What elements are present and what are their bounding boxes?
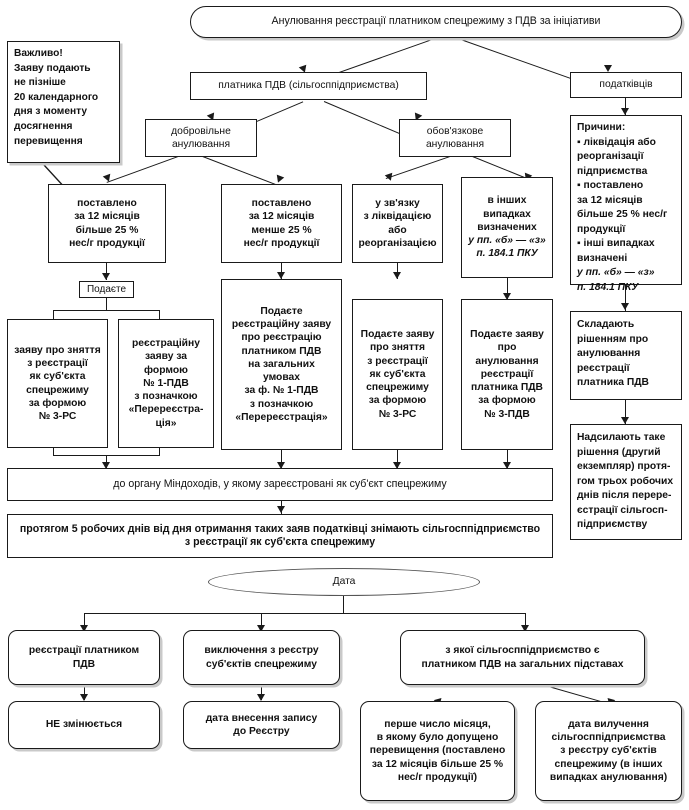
reasons-item-1-text: поставлено за 12 місяців більше 25 % нес… [577,180,668,235]
condition-other-ref1: у пп. «б» — «з» [468,235,546,247]
title-node: Анулювання реєстрації платником спецрежи… [190,6,682,38]
arrow-authority-to-fivedays [277,506,285,513]
arrow-apps-to-authority [102,462,110,469]
application-cancel-vat-node: Подаєте заяву про анулювання реєстрації … [461,299,553,450]
branch-left-node: платника ПДВ (сільгосппідприємства) [190,72,427,100]
condition-more25-node: поставлено за 12 місяців більше 25 % нес… [48,184,166,263]
application-deregister2-node: Подаєте заяву про зняття з реєстрації як… [352,299,443,450]
arrow-cond4-to-appcancel [503,293,511,300]
connector-opt1-to-result1 [84,685,86,700]
connector-date-opt3-drop [525,613,527,629]
bullet-icon: ▪ [577,136,584,148]
five-working-days-node: протягом 5 робочих днів від дня отриманн… [7,514,553,558]
date-option-registration-node: реєстрації платником ПДВ [8,630,160,685]
connector-date-opt2-drop [261,613,263,629]
connector-cond2-to-appgeneral [281,262,283,279]
reasons-item-1: ▪ поставлено за 12 місяців більше 25 % н… [577,179,667,237]
connector-submit-down [106,297,108,311]
connector-reasons-to-compose [625,285,627,311]
reasons-item-2: ▪ інші випадках визначені [577,237,655,266]
application-deregister-node: заяву про зняття з реєстрації як суб'єкт… [7,319,108,448]
connector-appderegister2-to-authority [397,450,399,468]
connector-cond4-to-appcancel [507,277,509,299]
connector-compose-to-send [625,400,627,424]
arrow-opt2-to-result2 [257,694,265,701]
reasons-item-2-text: інші випадках визначені [577,238,655,264]
arrow-cond1-to-submit [102,273,110,280]
arrow-opt1-to-result1 [80,694,88,701]
connector-cond1-to-submit [106,262,108,280]
connector-apps-left-up [53,447,55,456]
reasons-ref2: п. 184.1 ПКУ [577,281,639,293]
arrow-compose-to-send [621,417,629,424]
condition-other-cases-node: в інших випадках визначених у пп. «б» — … [461,177,553,278]
arrow-taxmen-to-reasons [621,108,629,115]
condition-other-ref2: п. 184.1 ПКУ [476,248,538,260]
arrow-cond2-to-appgeneral [277,272,285,279]
arrow-voluntary-to-cond2 [274,174,285,185]
result-registry-entry-node: дата внесення запису до Реєстру [183,701,340,749]
bullet-icon: ▪ [577,238,584,249]
result-removal-date-node: дата вилучення сільгосппідприємства з ре… [535,701,682,801]
application-reregister-node: реєстраційну заяву за формою № 1-ПДВ з п… [118,319,214,448]
arrow-appgeneral-to-authority [277,462,285,469]
connector-appcancel-to-authority [507,450,509,468]
branch-right-node: податківців [570,72,682,98]
connector-submit-bracket [53,310,160,312]
submit-label-node: Подаєте [79,281,134,298]
important-note-box: Важливо! Заяву подають не пізніше 20 кал… [7,41,120,163]
connector-date-opt1-drop [84,613,86,629]
voluntary-cancellation-node: добровільне анулювання [145,119,257,157]
reasons-node: Причини: ▪ ліквідація або реорганізації … [570,115,682,293]
connector-date-bracket [84,613,526,615]
connector-appgeneral-to-authority [281,450,283,468]
arrow-reasons-to-compose [621,303,629,310]
decision-send-node: Надсилають таке рішення (другий екземпля… [570,424,682,540]
date-option-exclusion-node: виключення з реєстру суб'єктів спецрежим… [183,630,340,685]
connector-voluntary-to-cond2 [199,155,281,188]
arrow-date-to-opt3 [521,625,529,632]
decision-compose-node: Складають рішенням про анулювання реєстр… [570,311,682,400]
to-authority-node: до органу Міндоходів, у якому зареєстров… [7,468,553,501]
connector-apps-right-up [159,447,161,456]
arrow-appderegister2-to-authority [393,462,401,469]
condition-less25-node: поставлено за 12 місяців менше 25 % нес/… [221,184,342,263]
arrow-date-to-opt1 [80,625,88,632]
reasons-item-0: ▪ ліквідація або реорганізації підприємс… [577,136,656,180]
connector-apps-merge-down [106,455,108,468]
arrow-mandatory-to-cond3 [384,172,395,182]
date-node: Дата [208,568,480,596]
bullet-icon: ▪ [577,180,584,191]
connector-mandatory-to-cond3 [385,155,453,180]
application-general-node: Подаєте реєстраційну заяву про реєстраці… [221,279,342,450]
connector-date-down [343,595,345,614]
condition-liquidation-node: у зв'язку з ліквідацією або реорганізаці… [352,184,443,263]
arrow-date-to-opt2 [257,625,265,632]
reasons-ref1: у пп. «б» — «з» [577,267,655,278]
connector-submit-right-drop [159,310,161,319]
result-unchanged-node: НЕ змінюється [8,701,160,749]
arrow-cond3-to-appderegister2 [393,272,401,279]
arrow-title-to-right [604,65,612,72]
reasons-title: Причини: [577,122,626,133]
mandatory-cancellation-node: обов'язкове анулювання [399,119,511,157]
connector-cond3-to-appderegister2 [397,262,399,279]
connector-submit-left-drop [53,310,55,319]
connector-opt2-to-result2 [261,685,263,700]
arrow-appcancel-to-authority [503,462,511,469]
connector-taxmen-to-reasons [625,98,627,115]
result-first-day-month-node: перше число місяця, в якому було допущен… [360,701,515,801]
date-option-general-basis-node: з якої сільгосппідприємство є платником … [400,630,645,685]
condition-other-head: в інших випадках визначених [477,195,537,233]
reasons-item-0-text: ліквідація або реорганізації підприємств… [577,136,656,177]
